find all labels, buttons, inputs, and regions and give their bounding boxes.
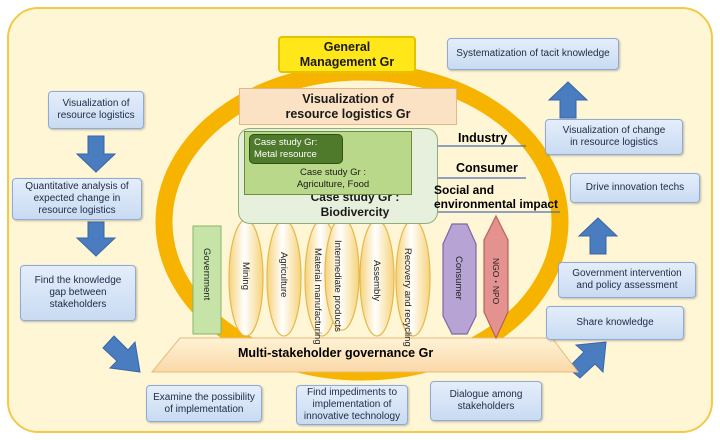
arrow-down-2: [75, 221, 117, 257]
governance-label: Multi-stakeholder governance Gr: [238, 346, 434, 360]
material-label: Material manufacturing: [311, 248, 323, 345]
intermediate-label: Intermediate products: [331, 240, 343, 332]
visualization-gr-box: Visualization of resource logistics Gr: [239, 88, 457, 125]
step-share-knowledge: Share knowledge: [546, 306, 684, 340]
assembly-label: Assembly: [370, 260, 382, 302]
government-column: [192, 225, 222, 335]
step-visualization: Visualization of resource logistics: [48, 91, 144, 129]
ngo-label: NGO・NPO: [490, 258, 501, 305]
government-label: Government: [200, 248, 212, 301]
step-quantitative: Quantitative analysis of expected change…: [12, 178, 142, 220]
agriculture-label: Case study Gr : Agriculture, Food: [296, 167, 370, 191]
metal-label: Case study Gr: Metal resource: [254, 136, 318, 160]
step-visualization-change: Visualization of change in resource logi…: [545, 119, 683, 155]
arrow-up-2: [547, 81, 589, 119]
arrow-down-1: [75, 135, 117, 173]
agriculture-col-label: Agriculture: [277, 252, 289, 298]
case-study-metal: Case study Gr: Metal resource: [249, 134, 343, 164]
step-impediments: Find impediments to implementation of in…: [296, 385, 408, 425]
step-tacit-knowledge: Systematization of tacit knowledge: [447, 38, 619, 70]
consumer-col-label: Consumer: [452, 256, 464, 300]
consumer-label: Consumer: [456, 161, 518, 175]
mining-label: Mining: [239, 262, 251, 290]
governance-shape: [150, 337, 580, 373]
industry-label: Industry: [458, 131, 508, 145]
social-impact-label: Social and environmental impact: [434, 183, 559, 212]
recovery-label: Recovery and recycling: [401, 248, 413, 347]
general-management-box: General Management Gr: [278, 36, 416, 73]
arrow-diagonal-down-right: [102, 335, 141, 373]
step-government-intervention: Government intervention and policy asses…: [558, 262, 696, 298]
step-knowledge-gap: Find the knowledge gap between stakehold…: [20, 265, 136, 321]
step-dialogue: Dialogue among stakeholders: [430, 381, 542, 421]
arrow-up-1: [577, 217, 619, 255]
step-innovation: Drive innovation techs: [570, 173, 700, 203]
step-examine: Examine the possibility of implementatio…: [146, 385, 262, 422]
ngo-shape: [483, 214, 509, 340]
consumer-hexagon: [442, 223, 477, 335]
